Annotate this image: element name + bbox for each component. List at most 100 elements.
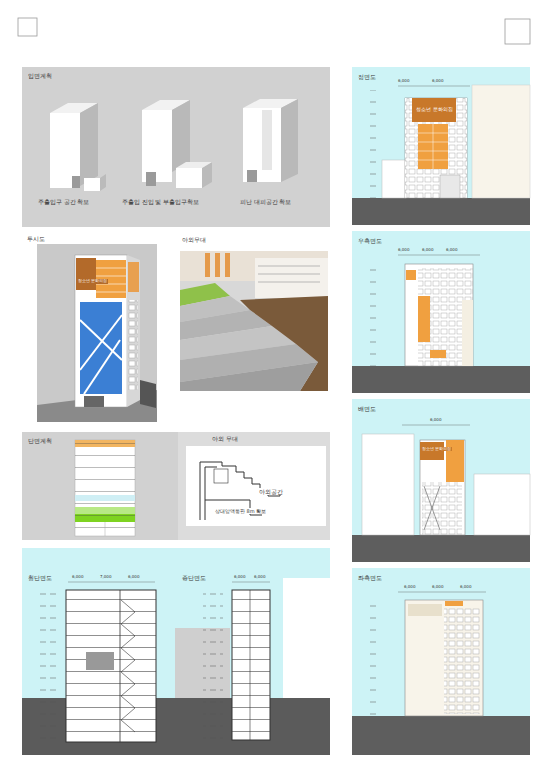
panel: 정면도 (352, 67, 530, 225)
rect-shape (418, 268, 473, 366)
panel-heading: 투시도 (27, 235, 45, 242)
rect-shape (76, 258, 96, 290)
line-shape (80, 315, 122, 370)
rect-shape (408, 604, 442, 616)
rect-shape (84, 178, 100, 191)
cross-section (38, 590, 156, 742)
rect-shape (178, 432, 330, 540)
panel: 야외무대 (180, 251, 328, 391)
rect-shape (440, 175, 460, 198)
polygon-shape (180, 362, 318, 391)
rect-shape (142, 110, 172, 182)
line-shape (120, 590, 121, 742)
g-shape (121, 600, 135, 732)
rect-shape (75, 440, 135, 536)
rect-shape (215, 253, 220, 277)
rect-shape (418, 124, 448, 169)
panel-heading: 단면계획 (28, 437, 52, 444)
annotation: 7,000 (100, 575, 111, 580)
rect-shape (418, 296, 430, 342)
perspective-building (75, 255, 156, 408)
annotation: 6,000 (398, 79, 409, 84)
rect-shape (405, 264, 473, 366)
rect-shape (186, 446, 326, 526)
polygon-shape (176, 162, 212, 168)
rect-shape (505, 19, 530, 44)
line-shape (258, 266, 320, 267)
rect-shape (180, 251, 328, 391)
annotation: 6,000 (446, 248, 457, 253)
panel: 배면도 (352, 399, 530, 562)
massing-3 (243, 99, 298, 182)
line-shape (96, 292, 126, 293)
rect-shape (262, 110, 272, 170)
line-shape (96, 268, 126, 269)
rect-shape (84, 396, 104, 407)
rect-shape (422, 482, 462, 535)
panel-heading: 좌측면도 (358, 574, 382, 581)
g-shape (418, 124, 448, 169)
line-shape (258, 274, 320, 275)
annotation: 청소년 문화의집 (415, 106, 454, 112)
g-shape (424, 486, 440, 530)
rect-shape (75, 255, 127, 407)
rect-shape (462, 300, 473, 366)
polygon-shape (127, 255, 140, 407)
panel-heading: 종단면도 (182, 574, 206, 581)
panel-heading: 야외무대 (182, 236, 206, 243)
rect-shape (352, 535, 530, 562)
annotation: 피난 대피공간 확보 (240, 199, 292, 206)
annotation: 주출입구 공간 확보 (38, 199, 90, 206)
rect-shape (205, 253, 210, 277)
line-shape (398, 592, 486, 593)
rect-shape (366, 260, 380, 366)
rect-shape (86, 652, 114, 670)
g-shape (406, 270, 446, 358)
annotation: 6,000 (404, 585, 415, 590)
annotation: 6,000 (254, 575, 265, 580)
panel: 횡단면도종단면도 (22, 548, 330, 755)
rect-shape (22, 548, 330, 755)
panel: 투시도 (37, 244, 157, 422)
panel: 우측면도 (352, 231, 530, 393)
rect-shape (474, 474, 530, 535)
polygon-shape (140, 380, 156, 408)
rect-shape (247, 170, 257, 182)
panel-heading: 배면도 (358, 405, 376, 412)
line-shape (433, 124, 434, 169)
panel-heading: 우측면도 (358, 237, 382, 244)
polygon-shape (100, 174, 106, 191)
line-shape (402, 425, 470, 426)
g-shape (352, 198, 530, 755)
panel: 단면계획 야외 무대 (22, 432, 330, 540)
annotation: 6,000 (432, 79, 443, 84)
polygon-shape (172, 100, 190, 172)
line-shape (68, 582, 155, 583)
annotation: 6,000 (430, 418, 441, 423)
line-shape (80, 320, 122, 360)
panel-heading: 입면계획 (28, 72, 52, 79)
rect-shape (366, 90, 380, 198)
annotation: 6,000 (234, 575, 245, 580)
annotation: 청소년 문화의집 (421, 447, 452, 451)
rect-shape (352, 399, 530, 562)
rect-shape (405, 600, 483, 716)
rect-shape (232, 590, 270, 740)
rect-shape (66, 590, 156, 742)
rect-shape (382, 160, 406, 198)
rect-shape (72, 176, 80, 188)
panel: 야외 무대 (178, 432, 330, 540)
g-shape (258, 266, 320, 282)
rect-shape (366, 600, 380, 716)
rect-shape (405, 98, 467, 198)
rect-shape (203, 590, 223, 740)
rect-shape (352, 716, 530, 755)
rect-shape (80, 302, 122, 394)
polyline-shape (121, 600, 135, 732)
annotation: 6,000 (422, 248, 433, 253)
annotation: 상대앞액동판 8m 확보 (214, 508, 267, 514)
rect-shape (430, 350, 446, 358)
rect-shape (445, 601, 463, 606)
